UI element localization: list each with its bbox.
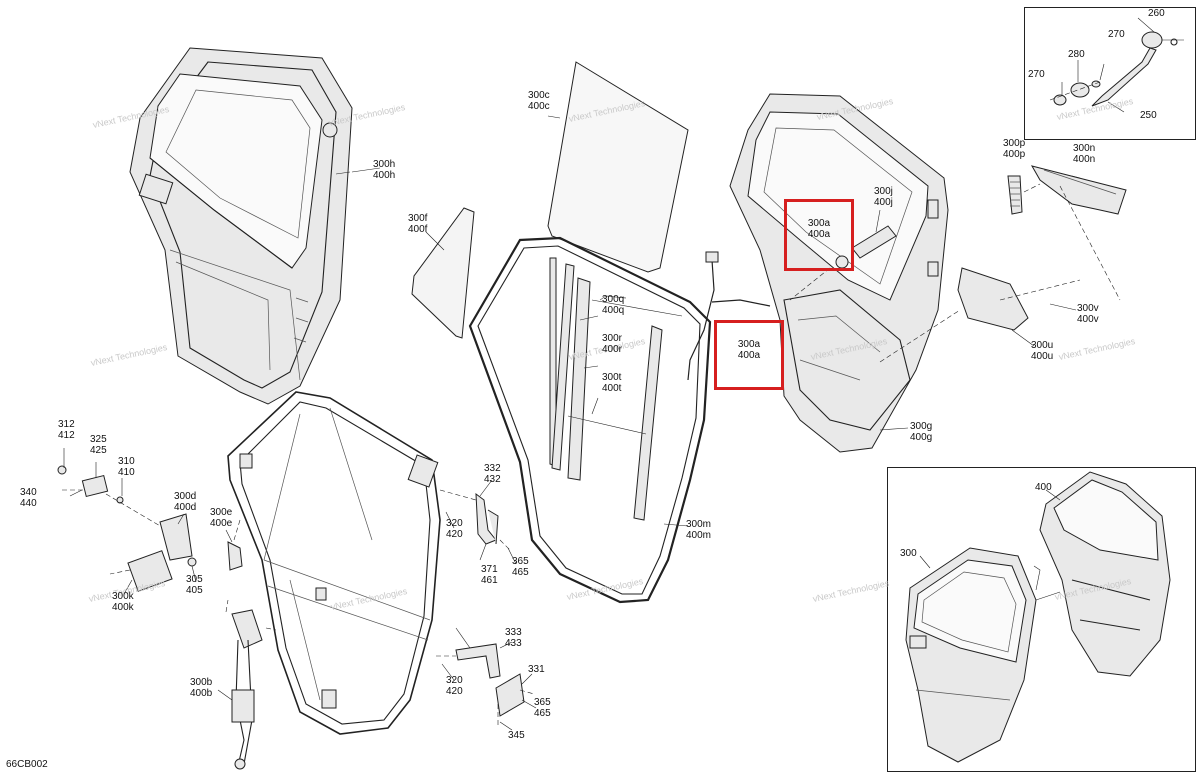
callout-333: 333 433	[505, 627, 522, 649]
callout-371: 371 461	[481, 564, 498, 586]
latch-brackets	[436, 489, 535, 726]
callout-300h: 300h 400h	[373, 159, 396, 181]
callout-300c: 300c 400c	[528, 90, 550, 112]
callout-345: 345	[508, 730, 525, 741]
hinge-parts	[57, 465, 243, 592]
callout-300j: 300j 400j	[874, 186, 893, 208]
harness-connector	[705, 251, 719, 263]
callout-300u: 300u 400u	[1031, 340, 1054, 362]
callout-331: 331	[528, 664, 545, 675]
callout-300g: 300g 400g	[910, 421, 933, 443]
callout-325: 325 425	[90, 434, 107, 456]
strap-bracket	[1007, 165, 1127, 215]
window-channels	[549, 257, 683, 521]
callout-300m: 300m 400m	[686, 519, 712, 541]
door-right	[729, 93, 949, 453]
callout-260: 260	[1148, 8, 1165, 19]
upper-door-panel-left	[129, 47, 353, 405]
callout-300e: 300e 400e	[210, 507, 233, 529]
side-glass-panel	[411, 207, 475, 339]
callout-300a-top: 300a 400a	[807, 218, 831, 240]
callout-270-right: 270	[1108, 29, 1125, 40]
assembly-inset-frame	[887, 467, 1196, 772]
window-seal	[468, 236, 712, 604]
callout-365-upper: 365 465	[512, 556, 529, 578]
handle-assembly	[835, 209, 897, 269]
callout-300k: 300k 400k	[112, 591, 134, 613]
highlight-box-top: 300a 400a	[784, 199, 854, 271]
callout-310: 310 410	[118, 456, 135, 478]
door-frame	[227, 391, 441, 735]
callout-340: 340 440	[20, 487, 37, 509]
callout-250: 250	[1140, 110, 1157, 121]
callout-320-upper: 320 420	[446, 518, 463, 540]
callout-300b: 300b 400b	[190, 677, 213, 699]
leader-lines	[63, 17, 1155, 731]
window-regulator	[225, 599, 277, 770]
latch-cover	[957, 267, 1029, 331]
callout-300d: 300d 400d	[174, 491, 197, 513]
callout-300f: 300f 400f	[408, 213, 428, 235]
callout-320-lower: 320 420	[446, 675, 463, 697]
callout-312: 312 412	[58, 419, 75, 441]
callout-270-left: 270	[1028, 69, 1045, 80]
callout-300t: 300t 400t	[602, 372, 622, 394]
callout-280: 280	[1068, 49, 1085, 60]
callout-305: 305 405	[186, 574, 203, 596]
diagram-reference-code: 66CB002	[6, 759, 48, 770]
callout-300p: 300p 400p	[1003, 138, 1026, 160]
callout-400: 400	[1035, 482, 1052, 493]
hardware-inset-frame	[1024, 7, 1196, 140]
hardware-detail	[1049, 31, 1184, 107]
callout-300a-middle: 300a 400a	[737, 339, 761, 361]
highlight-box-middle: 300a 400a	[714, 320, 784, 390]
callout-300q: 300q 400q	[602, 294, 625, 316]
callout-332: 332 432	[484, 463, 501, 485]
assembled-doors	[905, 471, 1171, 763]
main-glass-panel	[547, 61, 689, 273]
callout-365-lower: 365 465	[534, 697, 551, 719]
callout-300v: 300v 400v	[1077, 303, 1099, 325]
callout-300: 300	[900, 548, 917, 559]
callout-300n: 300n 400n	[1073, 143, 1096, 165]
callout-300r: 300r 400r	[602, 333, 623, 355]
